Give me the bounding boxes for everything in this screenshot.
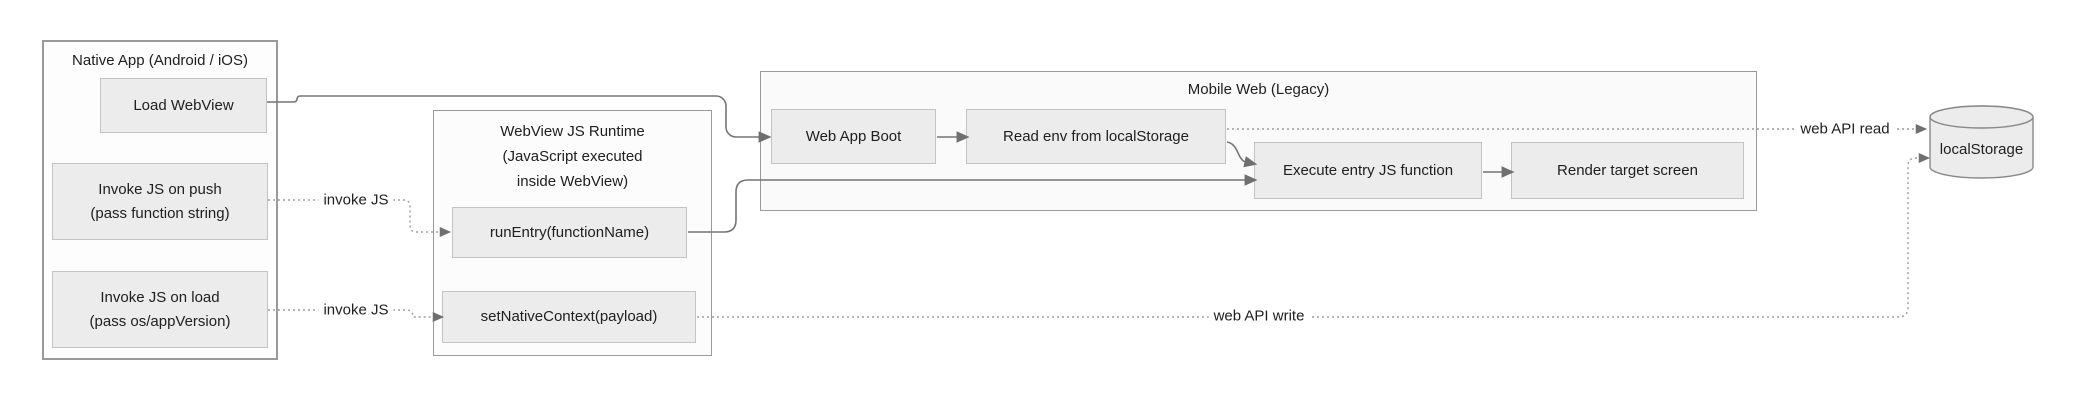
execute-entry-box: Execute entry JS function — [1254, 142, 1482, 199]
run-entry-label: runEntry(functionName) — [489, 223, 650, 241]
invoke-load-line2: (pass os/appVersion) — [89, 312, 231, 330]
arrow-run-entry-to-execute-entry — [688, 174, 1258, 233]
invoke-js-on-push-box: Invoke JS on push (pass function string) — [52, 163, 268, 240]
render-target-box: Render target screen — [1511, 142, 1744, 199]
load-webview-box: Load WebView — [100, 78, 267, 133]
set-native-context-label: setNativeContext(payload) — [480, 308, 658, 325]
render-target-label: Render target screen — [1557, 161, 1698, 179]
arrow-load-webview-to-web-app-boot — [267, 95, 772, 143]
invoke-load-line1: Invoke JS on load — [100, 288, 220, 306]
read-env-label: Read env from localStorage — [1003, 127, 1189, 145]
arrow-set-native-context-to-localstorage-web-api-write — [697, 152, 1931, 318]
web-app-boot-box: Web App Boot — [771, 109, 936, 164]
invoke-push-line1: Invoke JS on push — [98, 180, 222, 198]
mobile-web-title: Mobile Web (Legacy) — [1187, 81, 1330, 98]
set-native-context-box: setNativeContext(payload) — [442, 291, 696, 343]
webview-runtime-title-line3: inside WebView) — [516, 173, 629, 190]
webview-runtime-title: WebView JS Runtime (JavaScript executed … — [434, 119, 711, 194]
web-api-read-label: web API read — [1795, 120, 1895, 138]
load-webview-label: Load WebView — [133, 96, 234, 114]
execute-entry-label: Execute entry JS function — [1282, 161, 1454, 179]
invoke-js-on-load-box: Invoke JS on load (pass os/appVersion) — [52, 271, 268, 348]
native-app-container: Native App (Android / iOS) Load WebView … — [42, 40, 278, 360]
localstorage-cylinder — [1929, 105, 2034, 179]
invoke-push-line2: (pass function string) — [90, 204, 230, 222]
web-api-write-label: web API write — [1208, 307, 1310, 325]
webview-runtime-container: WebView JS Runtime (JavaScript executed … — [433, 110, 712, 356]
invoke-js-push-label: invoke JS — [318, 191, 394, 209]
read-env-box: Read env from localStorage — [966, 109, 1226, 164]
native-app-title: Native App (Android / iOS) — [72, 52, 248, 69]
mobile-web-container: Mobile Web (Legacy) Web App Boot Read en… — [760, 71, 1757, 211]
arrow-invoke-push-to-run-entry — [268, 199, 452, 238]
webview-runtime-title-line2: (JavaScript executed — [502, 148, 643, 165]
run-entry-box: runEntry(functionName) — [452, 207, 687, 258]
webview-runtime-title-line1: WebView JS Runtime — [500, 123, 645, 140]
web-app-boot-label: Web App Boot — [805, 127, 902, 145]
localstorage-label: localStorage — [1939, 141, 2024, 158]
arrow-read-env-to-execute-entry — [1226, 141, 1258, 168]
invoke-js-load-label: invoke JS — [318, 301, 394, 319]
